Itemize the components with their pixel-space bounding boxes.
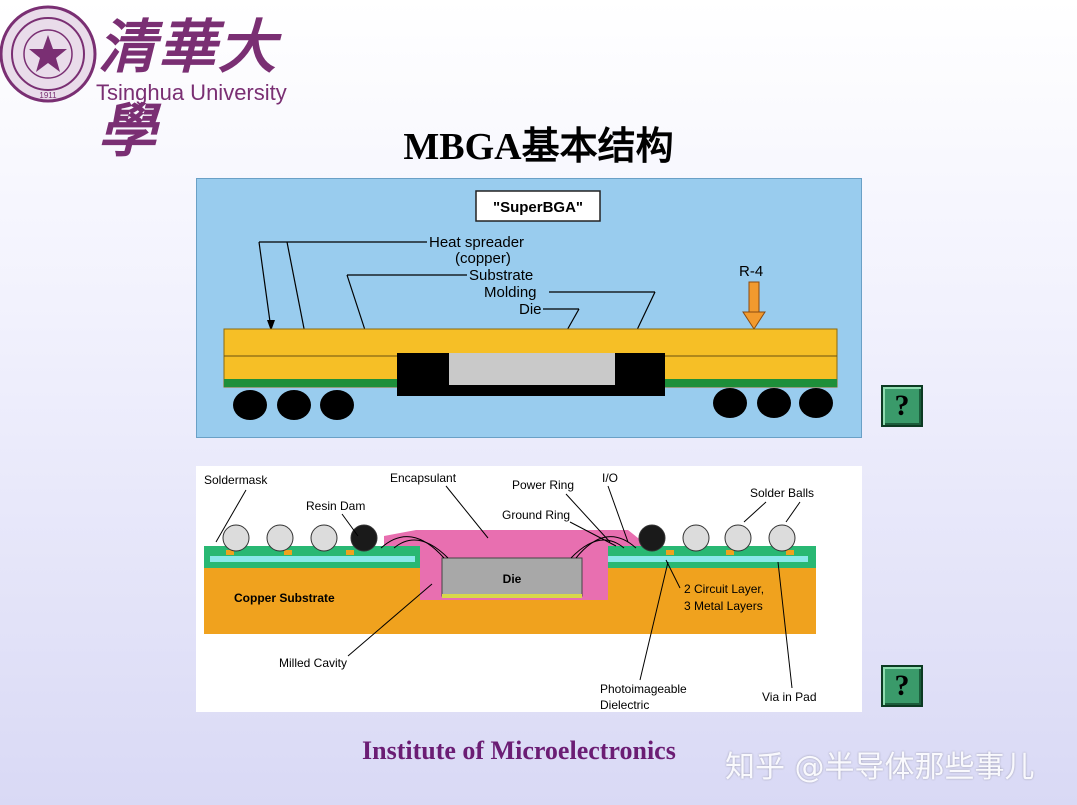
superbga-tag-box [475, 190, 601, 222]
label-die: Die [503, 572, 522, 586]
university-name-cn: 清華大學 [98, 13, 279, 165]
r4-arrow-icon [742, 281, 766, 330]
mbga-cross-section-diagram: Die Soldermask Resin Dam Encapsulant Pow… [196, 466, 862, 712]
label-copper-substrate: Copper Substrate [234, 591, 335, 605]
label-io: I/O [602, 471, 618, 485]
label-solder-balls: Solder Balls [750, 486, 814, 500]
page-title: MBGA基本结构 [403, 126, 674, 168]
help-button-1[interactable]: ? [881, 385, 923, 427]
label-die: Die [519, 301, 542, 318]
solder-balls [233, 388, 833, 420]
label-r4: R-4 [739, 263, 763, 280]
label-copper: (copper) [455, 250, 511, 267]
label-encapsulant: Encapsulant [390, 471, 457, 485]
leader-lines [215, 485, 801, 689]
label-dielectric: Dielectric [600, 698, 649, 712]
label-circuit-layer-1: 2 Circuit Layer, [684, 582, 764, 596]
label-molding: Molding [484, 284, 537, 301]
die-block [449, 353, 615, 385]
university-seal-icon: 1911 [0, 5, 97, 103]
label-ground-ring: Ground Ring [502, 508, 570, 522]
question-icon: ? [894, 389, 910, 422]
label-photoimageable: Photoimageable [600, 682, 687, 696]
label-circuit-layer-2: 3 Metal Layers [684, 599, 763, 613]
label-substrate: Substrate [469, 267, 533, 284]
label-power-ring: Power Ring [512, 478, 574, 492]
label-milled-cavity: Milled Cavity [279, 656, 347, 670]
label-soldermask: Soldermask [204, 473, 268, 487]
seal-year: 1911 [39, 91, 57, 100]
watermark: 知乎 @半导体那些事儿 [725, 750, 1035, 785]
university-logo: 1911 清華大學 Tsinghua University [0, 0, 320, 165]
help-button-2[interactable]: ? [881, 665, 923, 707]
superbga-diagram: "SuperBGA" Heat spreader (copper) Substr… [196, 178, 862, 438]
solder-balls [222, 524, 796, 552]
die-block [441, 557, 583, 597]
superbga-tag: "SuperBGA" [493, 199, 583, 216]
label-via-in-pad: Via in Pad [762, 690, 817, 704]
footer-institute: Institute of Microelectronics [362, 736, 676, 765]
university-name-en: Tsinghua University [96, 80, 287, 105]
label-resin-dam: Resin Dam [306, 499, 365, 513]
question-icon: ? [894, 669, 910, 702]
label-heat-spreader: Heat spreader [429, 234, 524, 251]
